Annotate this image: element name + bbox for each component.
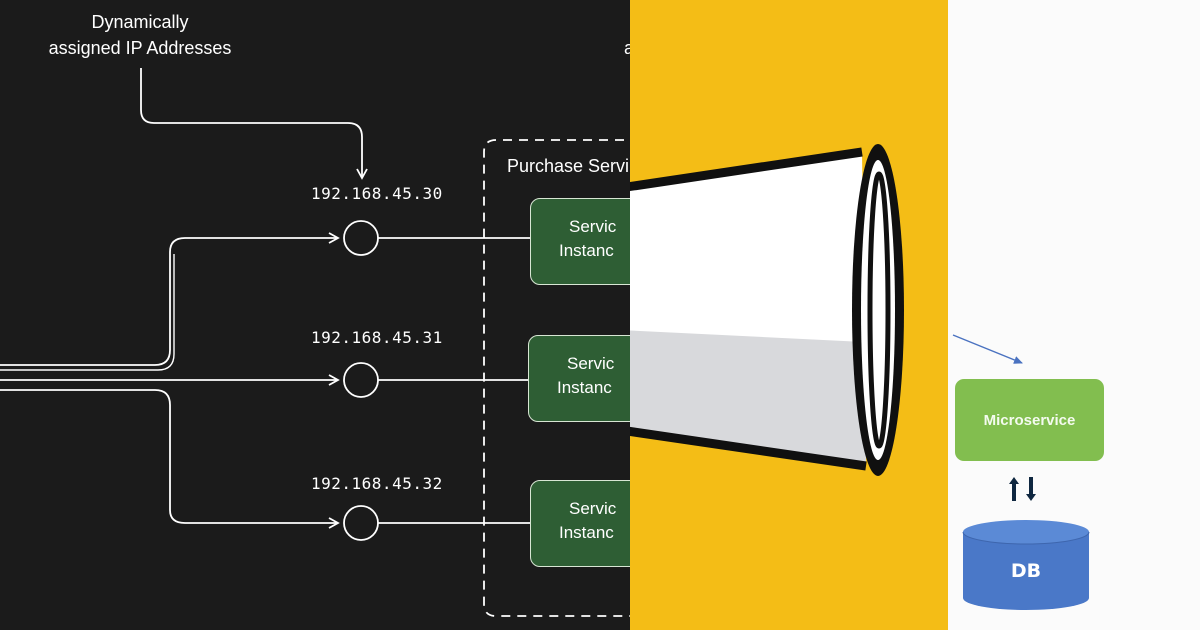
- service-instance-label-line-1: Servic: [567, 354, 615, 373]
- traffic-line-upper: [0, 232, 340, 366]
- ip-caption: Dynamically assigned IP Addresses: [30, 9, 250, 61]
- ip-caption-line-2: assigned IP Addresses: [48, 38, 232, 58]
- ip-endpoint-1: [343, 220, 379, 256]
- service-instance-box: Servic Instanc: [530, 480, 630, 567]
- service-instance-box: Servic Instanc: [528, 335, 630, 422]
- network-connectors: [0, 68, 630, 617]
- purchase-service-group-border: [483, 139, 630, 617]
- service-instance-label-line-2: Instanc: [559, 523, 614, 542]
- service-instance-label-line-2: Instanc: [559, 241, 614, 260]
- ip-address-label: 192.168.45.30: [311, 184, 443, 203]
- caption-pointer-arrow: [140, 68, 368, 180]
- clipped-caption-fragment: a: [624, 38, 630, 58]
- purchase-service-group-title: Purchase Servi: [507, 156, 630, 176]
- traffic-line-upper-b: [0, 254, 175, 371]
- ip-endpoint-2: [343, 362, 379, 398]
- microservice-db-panel: [948, 0, 1200, 630]
- database-label: DB: [1010, 560, 1042, 582]
- service-network-diagram: Dynamically assigned IP Addresses a 192.…: [0, 0, 630, 630]
- incoming-request-arrow: [952, 334, 1023, 364]
- traffic-line-lower: [0, 389, 340, 529]
- service-instance-label-line-1: Servic: [569, 217, 617, 236]
- horn-icon: [630, 144, 904, 476]
- ip-endpoint-3: [343, 505, 379, 541]
- ip-address-label: 192.168.45.31: [311, 328, 443, 347]
- service-instance-label-line-1: Servic: [569, 499, 617, 518]
- up-down-arrows-icon: [1009, 477, 1036, 501]
- microservice-db-graphics: [952, 334, 1090, 610]
- database-cylinder-icon: [962, 520, 1090, 610]
- horn-illustration-panel: [630, 0, 948, 630]
- ip-caption-line-1: Dynamically: [91, 12, 189, 32]
- ip-address-label: 192.168.45.32: [311, 474, 443, 493]
- microservice-label: Microservice: [983, 411, 1076, 429]
- microservice-box: Microservice: [955, 379, 1104, 461]
- service-instance-box: Servic Instanc: [530, 198, 630, 285]
- service-instance-label-line-2: Instanc: [557, 378, 612, 397]
